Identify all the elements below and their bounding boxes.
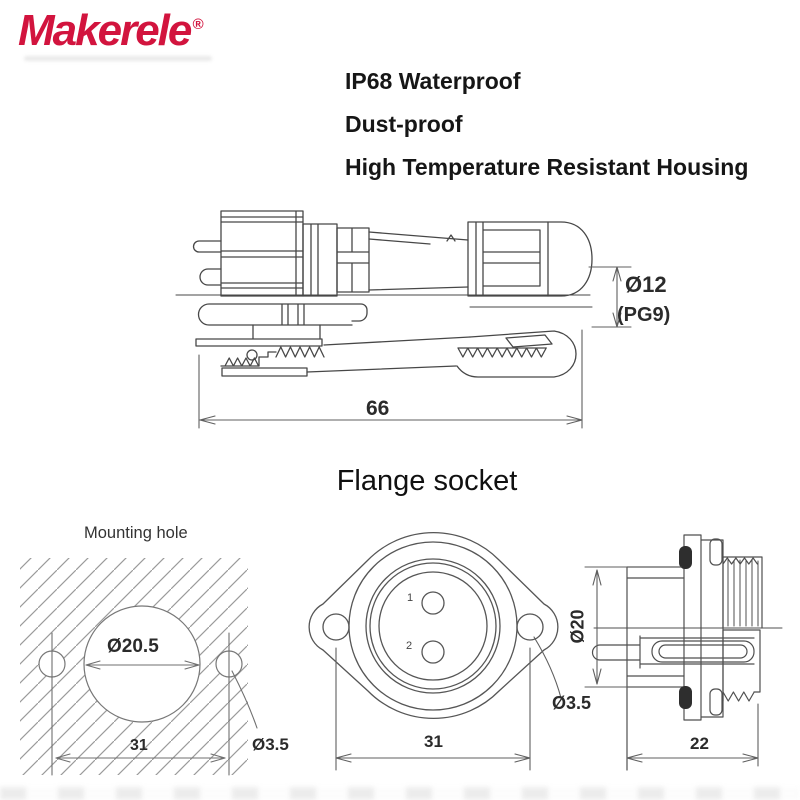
dim-label-front-hole-spacing: 31: [424, 732, 443, 751]
dim-label-front-screw-diameter: Ø3.5: [552, 693, 592, 713]
dim-cable-diameter: [588, 266, 632, 328]
dim-total-length: [198, 329, 583, 429]
dim-label-total-length: 66: [366, 397, 390, 420]
pin-2-label: 2: [406, 640, 413, 652]
cropped-watermark-band: [0, 787, 800, 800]
registered-trademark-icon: ®: [192, 16, 204, 34]
seal-gasket-bottom: [679, 686, 692, 709]
dim-label-body-diameter: Ø20: [567, 609, 588, 644]
brand-logo: Makerele®: [18, 6, 203, 56]
mounting-hole-label: Mounting hole: [84, 524, 188, 542]
dim-label-cable-diameter: Ø12: [625, 272, 667, 297]
logo-swash-decoration: [24, 56, 212, 61]
assembly-cross-section-drawing: [175, 210, 593, 378]
feature-line-1: IP68 Waterproof: [345, 68, 521, 94]
flange-front-view-drawing: [308, 532, 562, 771]
dim-label-mount-hole-diameter: Ø20.5: [107, 636, 159, 657]
dim-label-depth: 22: [690, 734, 709, 753]
dim-label-thread-spec: (PG9): [617, 304, 671, 326]
section-title: Flange socket: [336, 465, 518, 497]
dim-label-mount-screw-diameter: Ø3.5: [252, 735, 289, 754]
feature-line-2: Dust-proof: [345, 111, 463, 137]
feature-line-3: High Temperature Resistant Housing: [345, 154, 749, 180]
flange-profile-view-drawing: [584, 534, 783, 771]
brand-name: Makerele: [18, 6, 192, 55]
mounting-hole-drawing: [20, 558, 258, 776]
pin-1-label: 1: [407, 592, 414, 604]
dim-label-mount-hole-spacing: 31: [130, 737, 148, 754]
seal-gasket-top: [679, 546, 692, 569]
